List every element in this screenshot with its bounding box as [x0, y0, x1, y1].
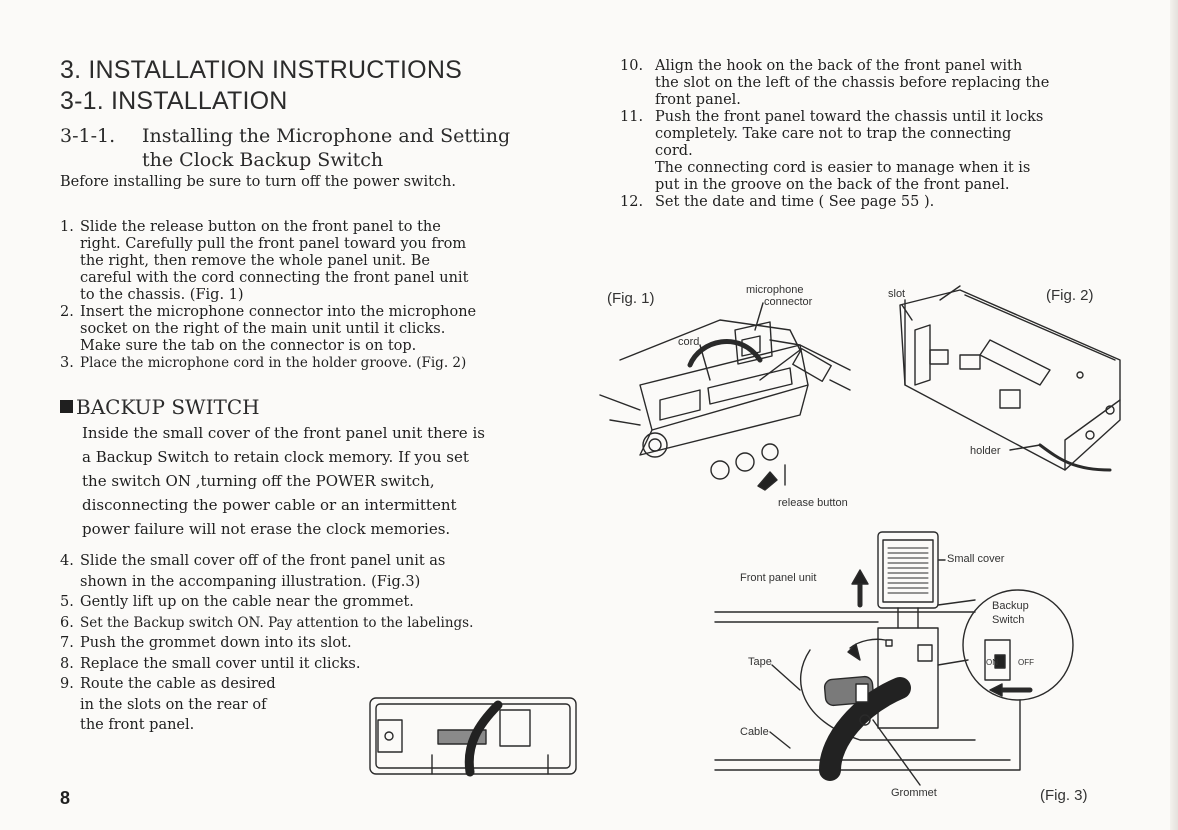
- step-line: Slide the small cover off of the front p…: [80, 553, 446, 569]
- body-line: the switch ON ,turning off the POWER swi…: [82, 472, 435, 490]
- step-number: 6.: [60, 614, 74, 631]
- step-line: Slide the release button on the front pa…: [80, 219, 441, 235]
- label-small-cover: Small cover: [947, 553, 1005, 565]
- fig2-caption: (Fig. 2): [1046, 287, 1094, 304]
- label-backup: Backup: [992, 600, 1029, 612]
- step-line: Route the cable as desired: [80, 676, 276, 692]
- fig1-caption: (Fig. 1): [607, 290, 655, 307]
- step-7: 7. Push the grommet down into its slot.: [60, 633, 580, 654]
- step-1: 1. Slide the release button on the front…: [60, 219, 580, 304]
- step-line: The connecting cord is easier to manage …: [655, 160, 1031, 176]
- step-11: 11. Push the front panel toward the chas…: [620, 109, 1150, 194]
- step-line: cord.: [655, 143, 693, 159]
- label-connector: connector: [764, 296, 813, 308]
- step-4: 4. Slide the small cover off of the fron…: [60, 551, 580, 592]
- step-line: front panel.: [655, 92, 741, 108]
- label-front-panel-unit: Front panel unit: [740, 572, 817, 584]
- step-line: Push the grommet down into its slot.: [80, 635, 352, 651]
- label-holder: holder: [970, 445, 1001, 457]
- step-number: 7.: [60, 635, 74, 651]
- backup-switch-body: Inside the small cover of the front pane…: [82, 421, 485, 541]
- label-cable: Cable: [740, 726, 769, 738]
- sub-title-line-2: the Clock Backup Switch: [142, 149, 384, 171]
- label-tape: Tape: [748, 656, 772, 668]
- step-line: Place the microphone cord in the holder …: [80, 355, 467, 371]
- step-line: put in the groove on the back of the fro…: [655, 177, 1010, 193]
- backup-switch-heading: BACKUP SWITCH: [60, 395, 260, 419]
- sub-subsection-heading: 3-1-1. Installing the Microphone and Sett…: [60, 124, 510, 172]
- step-line: the slot on the left of the chassis befo…: [655, 75, 1050, 91]
- step-10: 10. Align the hook on the back of the fr…: [620, 58, 1150, 109]
- step-number: 9.: [60, 676, 74, 692]
- step-line: completely. Take care not to trap the co…: [655, 126, 1012, 142]
- step-number: 2.: [60, 304, 74, 320]
- label-switch: Switch: [992, 614, 1025, 626]
- sub-number: 3-1-1.: [60, 125, 116, 147]
- step-number: 1.: [60, 219, 74, 235]
- fig3-caption: (Fig. 3): [1040, 787, 1088, 804]
- step-line: the right, then remove the whole panel u…: [80, 253, 431, 269]
- label-grommet: Grommet: [891, 787, 937, 799]
- step-number: 11.: [620, 109, 644, 125]
- step-6: 6. Set the Backup switch ON. Pay attenti…: [60, 613, 580, 634]
- step-12: 12. Set the date and time ( See page 55 …: [620, 194, 1150, 211]
- step-number: 12.: [620, 194, 644, 210]
- body-line: power failure will not erase the clock m…: [82, 520, 451, 538]
- label-slot: slot: [888, 288, 906, 300]
- step-line: Push the front panel toward the chassis …: [655, 109, 1044, 125]
- fig3-drawing: [714, 531, 1074, 786]
- step-line: the front panel.: [80, 717, 195, 733]
- step-8: 8. Replace the small cover until it clic…: [60, 654, 580, 675]
- step-line: shown in the accompaning illustration. (…: [80, 573, 421, 590]
- step-number: 3.: [60, 355, 74, 371]
- fig1-drawing: [599, 302, 851, 491]
- step-line: Make sure the tab on the connector is on…: [80, 338, 417, 354]
- step-line: to the chassis. (Fig. 1): [80, 287, 244, 303]
- step-9: 9. Route the cable as desired in the slo…: [60, 674, 580, 736]
- label-cord: cord: [678, 336, 700, 348]
- step-line: Align the hook on the back of the front …: [655, 58, 1023, 74]
- steps-1-3: 1. Slide the release button on the front…: [60, 219, 580, 372]
- step-number: 5.: [60, 594, 74, 610]
- subsection-heading: 3-1. INSTALLATION: [60, 87, 288, 115]
- page-edge-shadow: [1170, 0, 1178, 830]
- page-number: 8: [60, 788, 71, 808]
- sub-title-line-1: Installing the Microphone and Setting: [142, 125, 511, 147]
- step-line: Set the date and time ( See page 55 ).: [655, 194, 935, 210]
- step-line: Insert the microphone connector into the…: [80, 304, 477, 320]
- step-line: careful with the cord connecting the fro…: [80, 270, 469, 286]
- intro-text: Before installing be sure to turn off th…: [60, 174, 456, 190]
- step-line: in the slots on the rear of: [80, 696, 267, 713]
- label-microphone: microphone: [746, 284, 804, 296]
- section-heading: 3. INSTALLATION INSTRUCTIONS: [60, 56, 462, 84]
- bullet-square-icon: [60, 400, 73, 413]
- body-line: Inside the small cover of the front pane…: [82, 424, 485, 442]
- step-line: socket on the right of the main unit unt…: [80, 321, 446, 337]
- step-number: 4.: [60, 553, 74, 569]
- label-switch-off: OFF: [1018, 658, 1034, 667]
- step-line: right. Carefully pull the front panel to…: [80, 236, 467, 252]
- step-number: 8.: [60, 655, 74, 672]
- steps-10-12: 10. Align the hook on the back of the fr…: [620, 58, 1150, 211]
- step-line: Set the Backup switch ON. Pay attention …: [80, 614, 474, 631]
- step-5: 5. Gently lift up on the cable near the …: [60, 592, 580, 613]
- label-release-button: release button: [778, 497, 848, 509]
- front-panel-rear-illustration: [369, 697, 577, 777]
- step-3: 3. Place the microphone cord in the hold…: [60, 355, 580, 372]
- step-line: Replace the small cover until it clicks.: [80, 655, 361, 672]
- label-switch-on: ON: [986, 658, 998, 667]
- step-2: 2. Insert the microphone connector into …: [60, 304, 580, 355]
- fig2-drawing: [899, 285, 1121, 472]
- body-line: a Backup Switch to retain clock memory. …: [82, 448, 469, 466]
- step-line: Gently lift up on the cable near the gro…: [80, 594, 414, 610]
- step-number: 10.: [620, 58, 644, 74]
- steps-4-9: 4. Slide the small cover off of the fron…: [60, 551, 580, 736]
- body-line: disconnecting the power cable or an inte…: [82, 496, 457, 514]
